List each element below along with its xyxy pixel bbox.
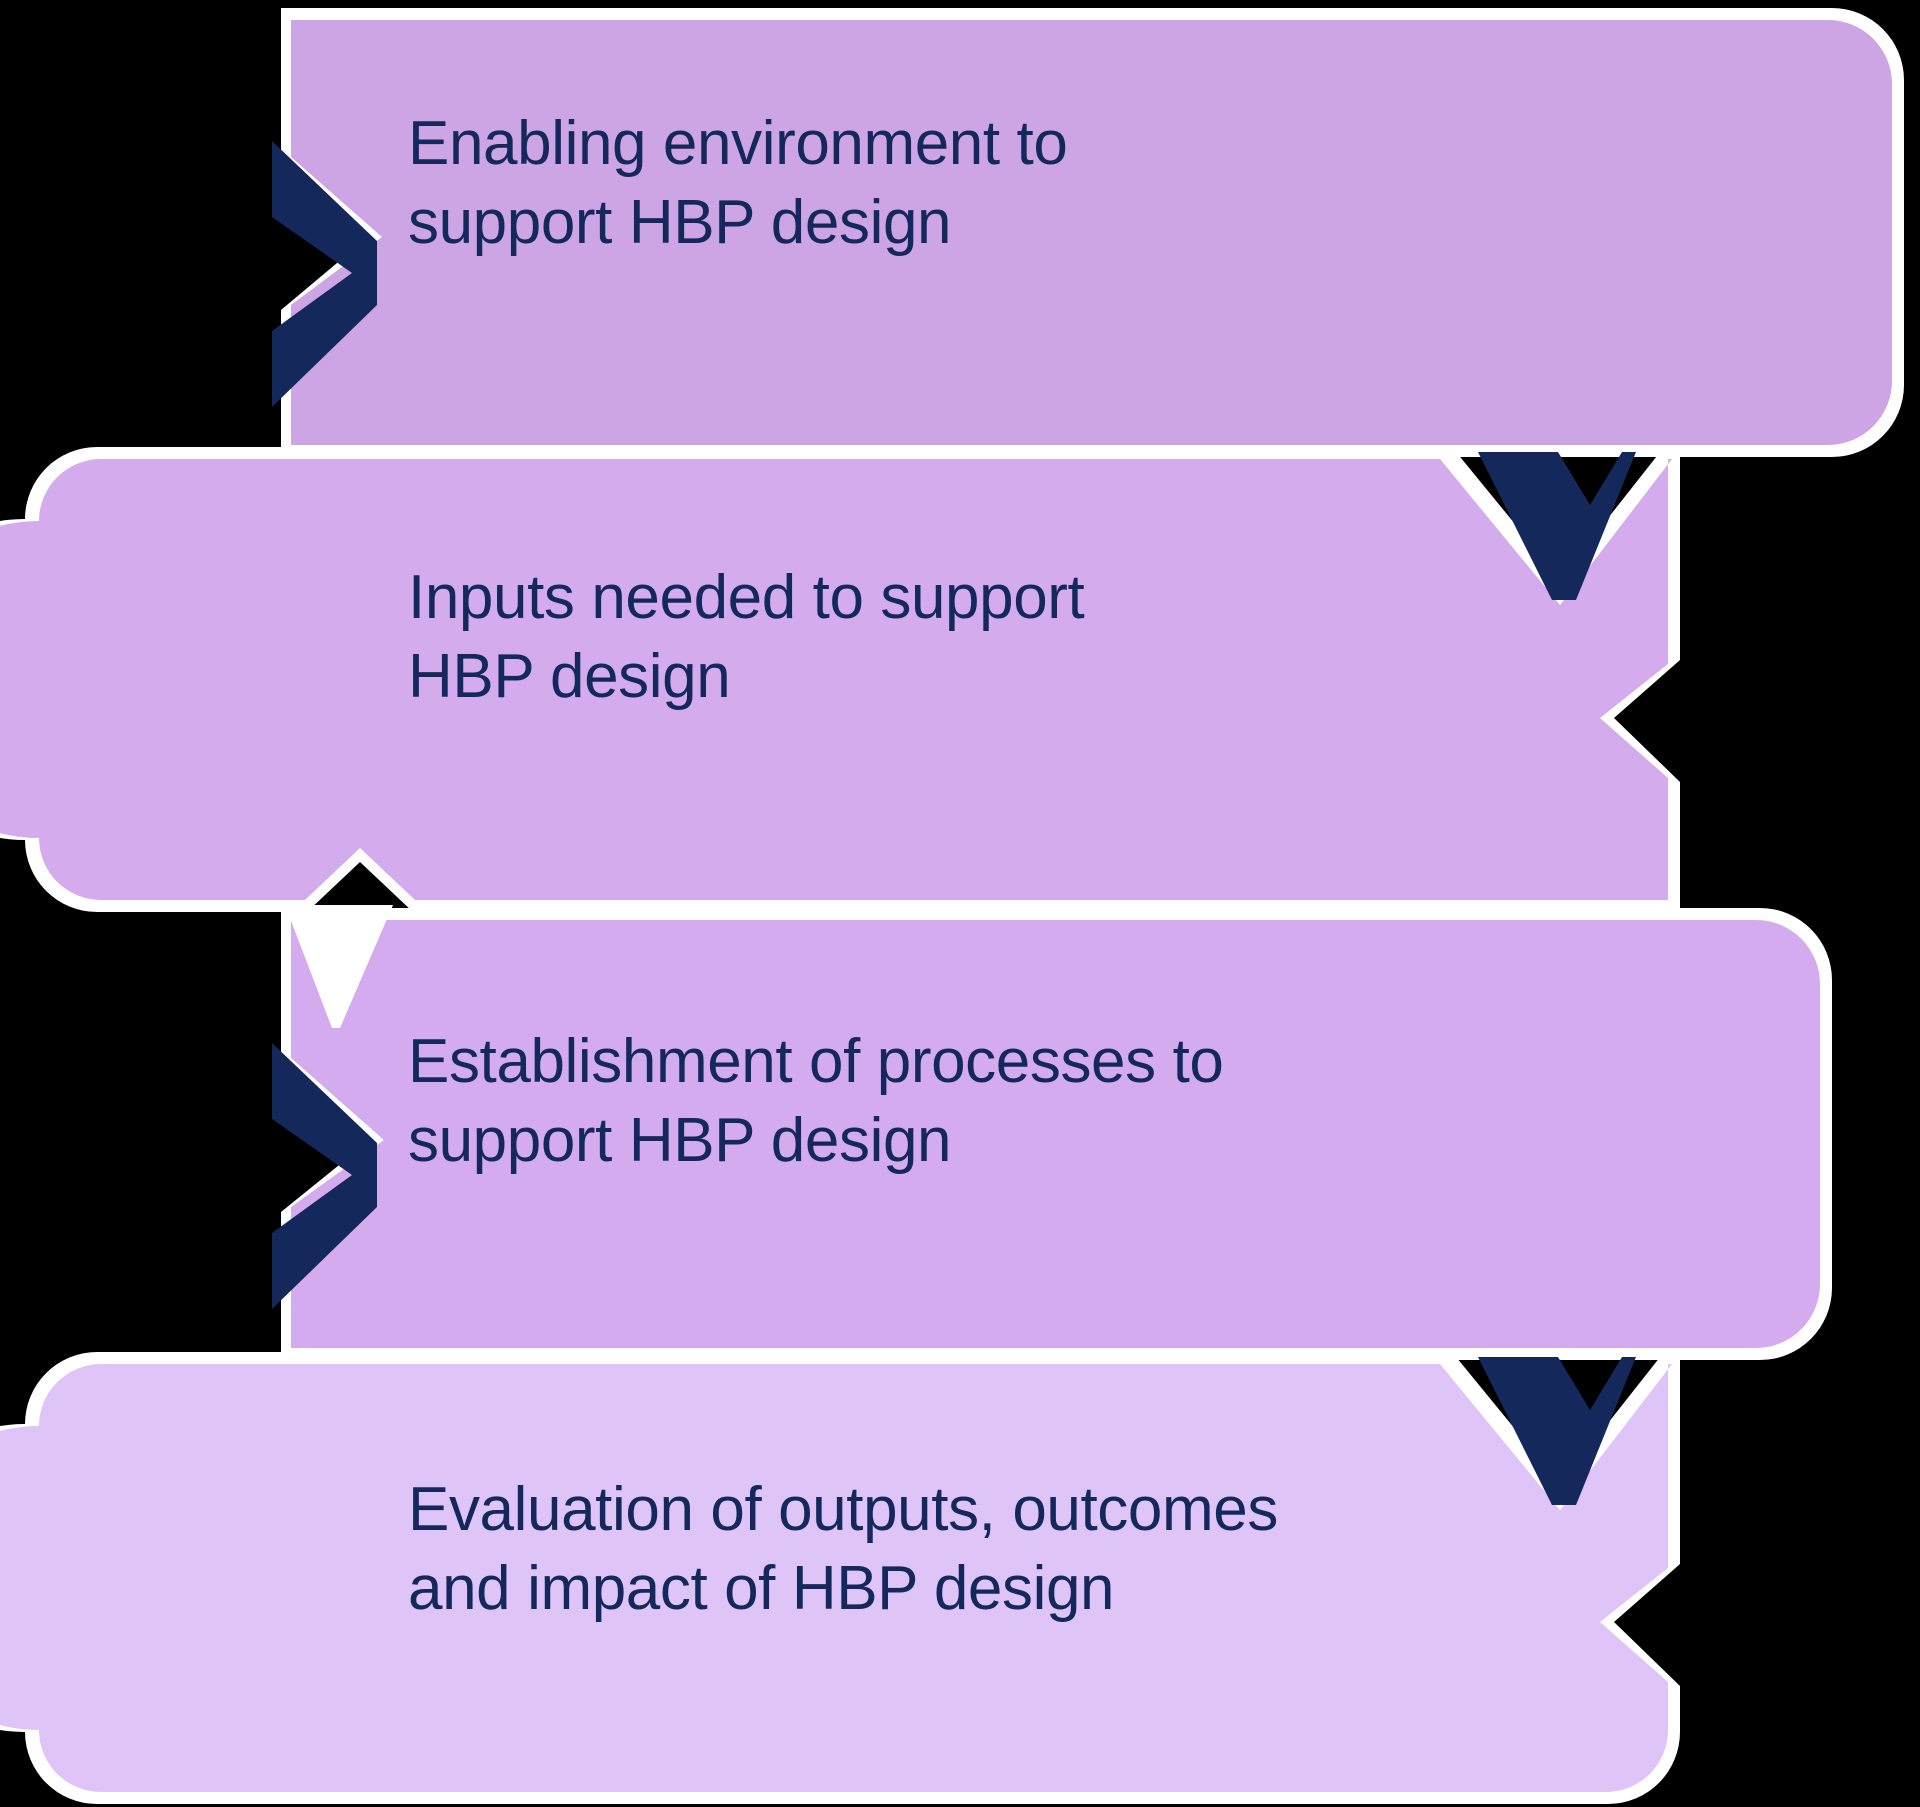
chevron-right-icon-1 xyxy=(272,141,377,407)
step-2-shape-group[interactable] xyxy=(0,447,1680,912)
step-1-shape-group[interactable] xyxy=(272,8,1904,457)
chevron-down-icon-2 xyxy=(1478,452,1636,600)
step-4-shape-group[interactable] xyxy=(0,1352,1680,1804)
step-2-box-fill[interactable] xyxy=(0,459,1672,900)
step-1-box-fill[interactable] xyxy=(291,20,1892,445)
chevron-right-icon-3 xyxy=(272,1043,377,1309)
step-4-box-fill[interactable] xyxy=(0,1364,1672,1792)
step2-to-step3-notch xyxy=(285,905,393,1028)
step-3-shape-group[interactable] xyxy=(272,905,1832,1360)
step-3-box-fill[interactable] xyxy=(291,920,1820,1348)
chevron-down-icon-4 xyxy=(1478,1357,1636,1505)
